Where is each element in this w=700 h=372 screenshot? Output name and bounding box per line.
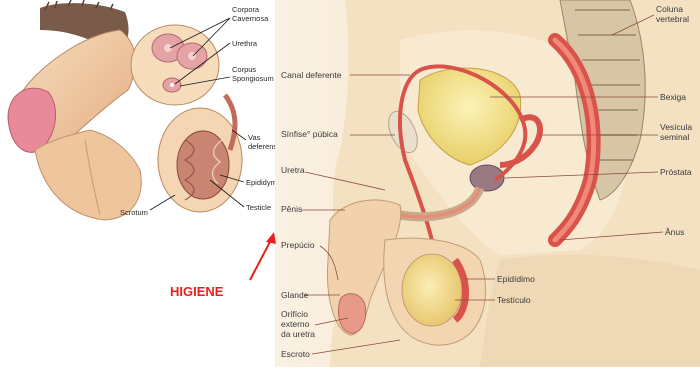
higiene-label: HIGIENE [170,284,224,299]
label-vas-deferens-2: deferens [248,142,277,151]
higiene-arrow-line [250,238,272,280]
label-canal-deferente: Canal deferente [281,70,342,80]
label-bexiga: Bexiga [660,92,686,102]
higiene-annotation: HIGIENE [170,232,276,299]
label-epididimo: Epidídimo [497,274,535,284]
label-corpora-cavernosa-2: Cavernosa [232,14,269,23]
label-orificio-1: Orifício [281,309,308,319]
higiene-arrowhead-icon [266,232,276,244]
label-corpus-spongiosum-2: Spongiosum [232,74,274,83]
left-cross-section [131,25,219,105]
label-vesicula-2: seminal [660,132,689,142]
label-coluna-1: Coluna [656,4,683,14]
label-anus: Ânus [665,227,684,237]
label-testiculo: Testículo [497,295,531,305]
label-testicle: Testicle [246,203,271,212]
label-corpora-cavernosa-1: Corpora [232,5,260,14]
left-external-illustration [8,0,141,220]
label-prostata: Próstata [660,167,692,177]
label-uretra: Uretra [281,165,305,175]
label-orificio-3: da uretra [281,329,315,339]
label-sinfise: Sínfise° púbica [281,129,338,139]
label-prepucio: Prepúcio [281,240,315,250]
label-corpus-spongiosum-1: Corpus [232,65,256,74]
label-urethra: Urethra [232,39,258,48]
label-escroto: Escroto [281,349,310,359]
label-orificio-2: externo [281,319,310,329]
label-scrotum: Scrotum [120,208,148,217]
label-vas-deferens-1: Vas [248,133,261,142]
label-vesicula-1: Vesícula [660,122,692,132]
label-penis: Pênis [281,204,302,214]
right-sagittal-illustration [275,0,700,367]
left-testis-section [158,95,242,212]
label-coluna-2: vertebral [656,14,689,24]
label-glande: Glande [281,290,309,300]
